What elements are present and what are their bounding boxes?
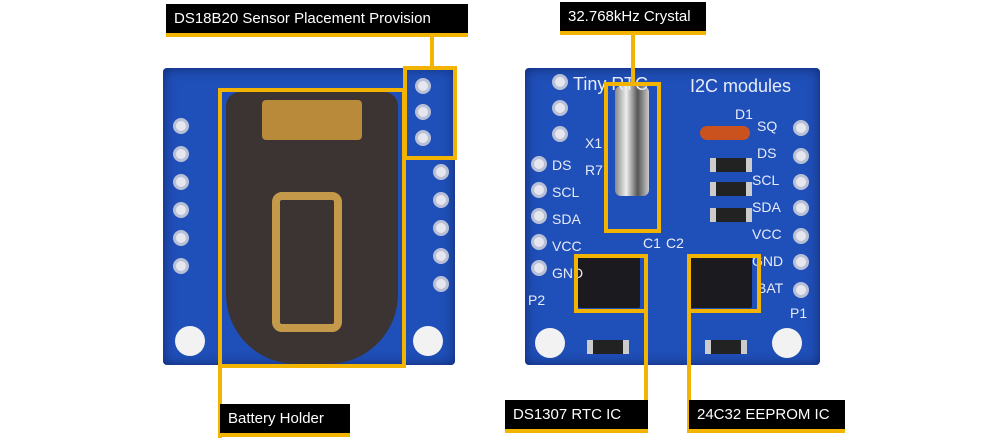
silk-r7: R7 [585, 162, 603, 178]
eeprom-leader [687, 311, 691, 433]
diode-d1 [700, 126, 750, 140]
p1-pin: BAT [757, 280, 784, 296]
crystal-highlight [604, 82, 661, 233]
sensor-leader [430, 36, 434, 68]
p2-pin: VCC [552, 238, 582, 254]
p1-pin: SDA [752, 199, 781, 215]
p2-pin: SDA [552, 211, 581, 227]
rtc-label: DS1307 RTC IC [505, 400, 648, 433]
board-front [525, 68, 820, 365]
silk-x1: X1 [585, 135, 603, 151]
p2-pin: DS [552, 157, 572, 173]
p1-pin: DS [757, 145, 777, 161]
silk-c1: C1 [643, 235, 661, 251]
battery-contact [272, 192, 342, 332]
silk-c2: C2 [666, 235, 684, 251]
sensor-highlight [403, 66, 457, 160]
battery-clip [262, 100, 362, 140]
24c32-chip [690, 256, 752, 308]
p1-pin: VCC [752, 226, 782, 242]
eeprom-highlight [687, 254, 761, 313]
rtc-leader [644, 311, 648, 433]
crystal-label: 32.768kHz Crystal [560, 2, 706, 35]
battery-leader [218, 366, 222, 438]
p1-pin: SQ [757, 118, 778, 134]
silk-p2: P2 [528, 292, 546, 308]
silk-subtitle: I2C modules [690, 76, 792, 96]
crystal [615, 86, 649, 196]
eeprom-label: 24C32 EEPROM IC [689, 400, 845, 433]
battery-label: Battery Holder [220, 404, 350, 437]
battery-highlight [218, 88, 406, 368]
crystal-leader [631, 28, 635, 84]
sensor-label: DS18B20 Sensor Placement Provision [166, 4, 468, 37]
silk-p1: P1 [790, 305, 808, 321]
p2-pin: SCL [552, 184, 580, 200]
rtc-highlight [574, 254, 648, 313]
silk-d1: D1 [735, 106, 753, 122]
ds1307-chip [578, 256, 640, 308]
p1-pin: SCL [752, 172, 780, 188]
